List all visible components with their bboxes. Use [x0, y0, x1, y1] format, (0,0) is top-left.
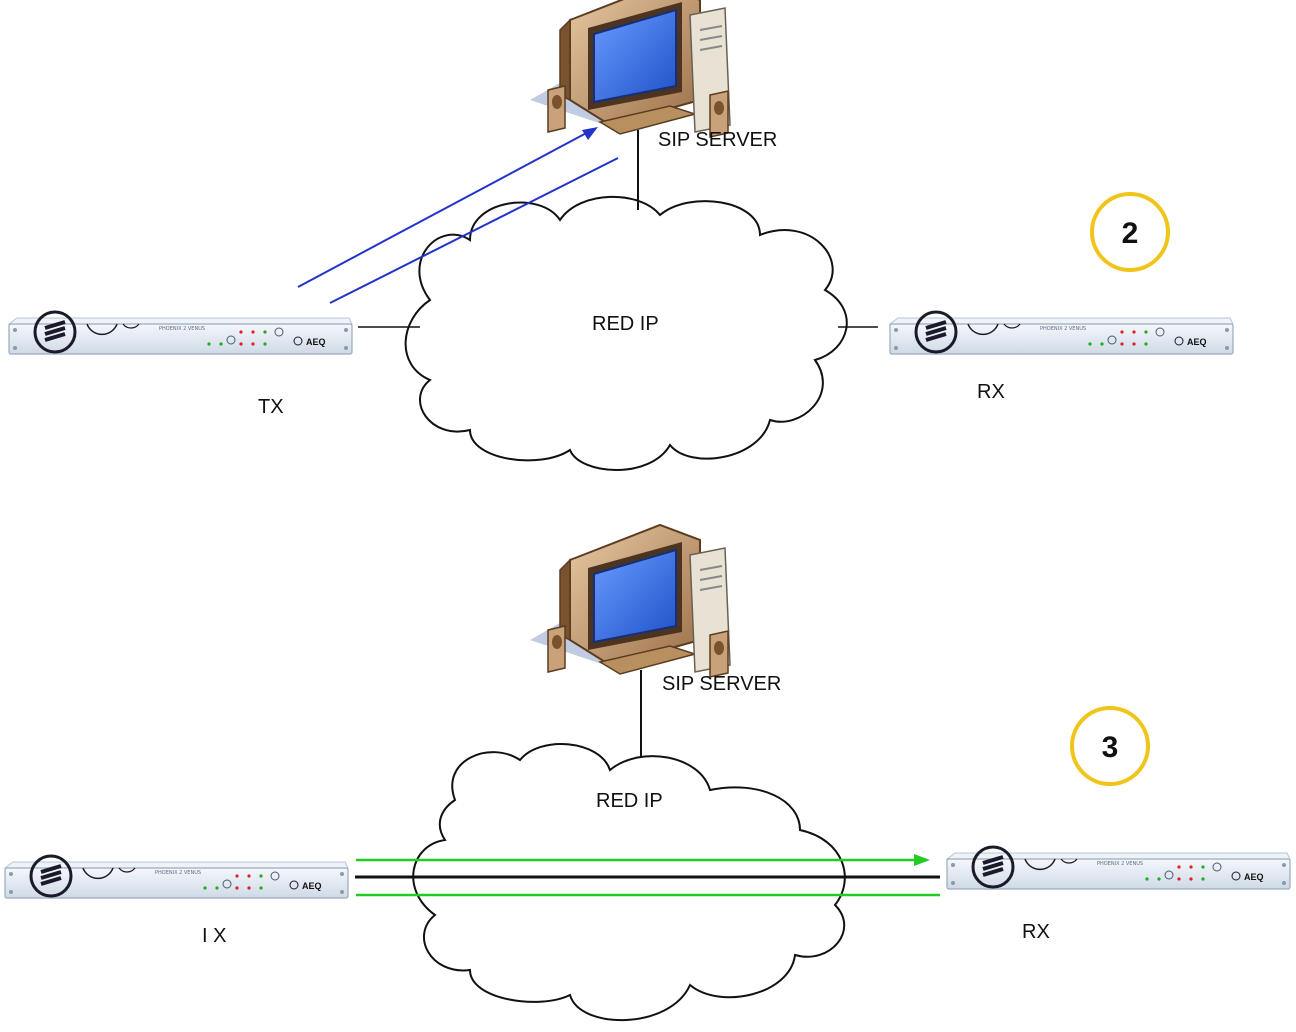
step-number: 3	[1102, 731, 1119, 764]
ip-network-cloud	[412, 743, 846, 1021]
device-brand: AEQ	[306, 337, 326, 347]
network-label: RED IP	[592, 313, 659, 335]
device-model-text: PHOENIX 2 VENUS	[159, 326, 205, 332]
server-label: SIP SERVER	[658, 129, 777, 151]
tx-codec-device: PHOENIX 2 VENUS AEQ	[7, 310, 354, 356]
ip-network-cloud	[404, 195, 848, 471]
sip-signaling-arrows	[297, 127, 619, 304]
tx-label: I X	[202, 925, 226, 947]
step-badge: 2	[1090, 192, 1170, 272]
tx-codec-device: PHOENIX 2 VENUS AEQ	[3, 854, 350, 900]
rx-codec-device: PHOENIX 2 VENUS AEQ	[888, 310, 1235, 356]
panel-step-2: PHOENIX 2 VENUS AEQ PHOENIX 2 VENUS AEQ …	[7, 0, 1235, 471]
device-brand: AEQ	[302, 881, 322, 891]
tx-label: TX	[258, 396, 284, 418]
network-label: RED IP	[596, 790, 663, 812]
device-brand: AEQ	[1187, 337, 1207, 347]
rx-label: RX	[977, 381, 1005, 403]
sip-server-computer-icon	[529, 0, 731, 138]
sip-server-computer-icon	[529, 524, 731, 678]
step-number: 2	[1122, 217, 1139, 250]
device-model-text: PHOENIX 2 VENUS	[155, 870, 201, 876]
step-badge: 3	[1070, 706, 1150, 786]
rx-codec-device: PHOENIX 2 VENUS AEQ	[945, 845, 1292, 891]
device-model-text: PHOENIX 2 VENUS	[1040, 326, 1086, 332]
media-stream-arrows	[356, 854, 940, 897]
panel-step-3: PHOENIX 2 VENUS AEQ PHOENIX 2 VENUS AEQ …	[3, 524, 1292, 1021]
rx-label: RX	[1022, 921, 1050, 943]
device-model-text: PHOENIX 2 VENUS	[1097, 861, 1143, 867]
server-label: SIP SERVER	[662, 673, 781, 695]
device-brand: AEQ	[1244, 872, 1264, 882]
